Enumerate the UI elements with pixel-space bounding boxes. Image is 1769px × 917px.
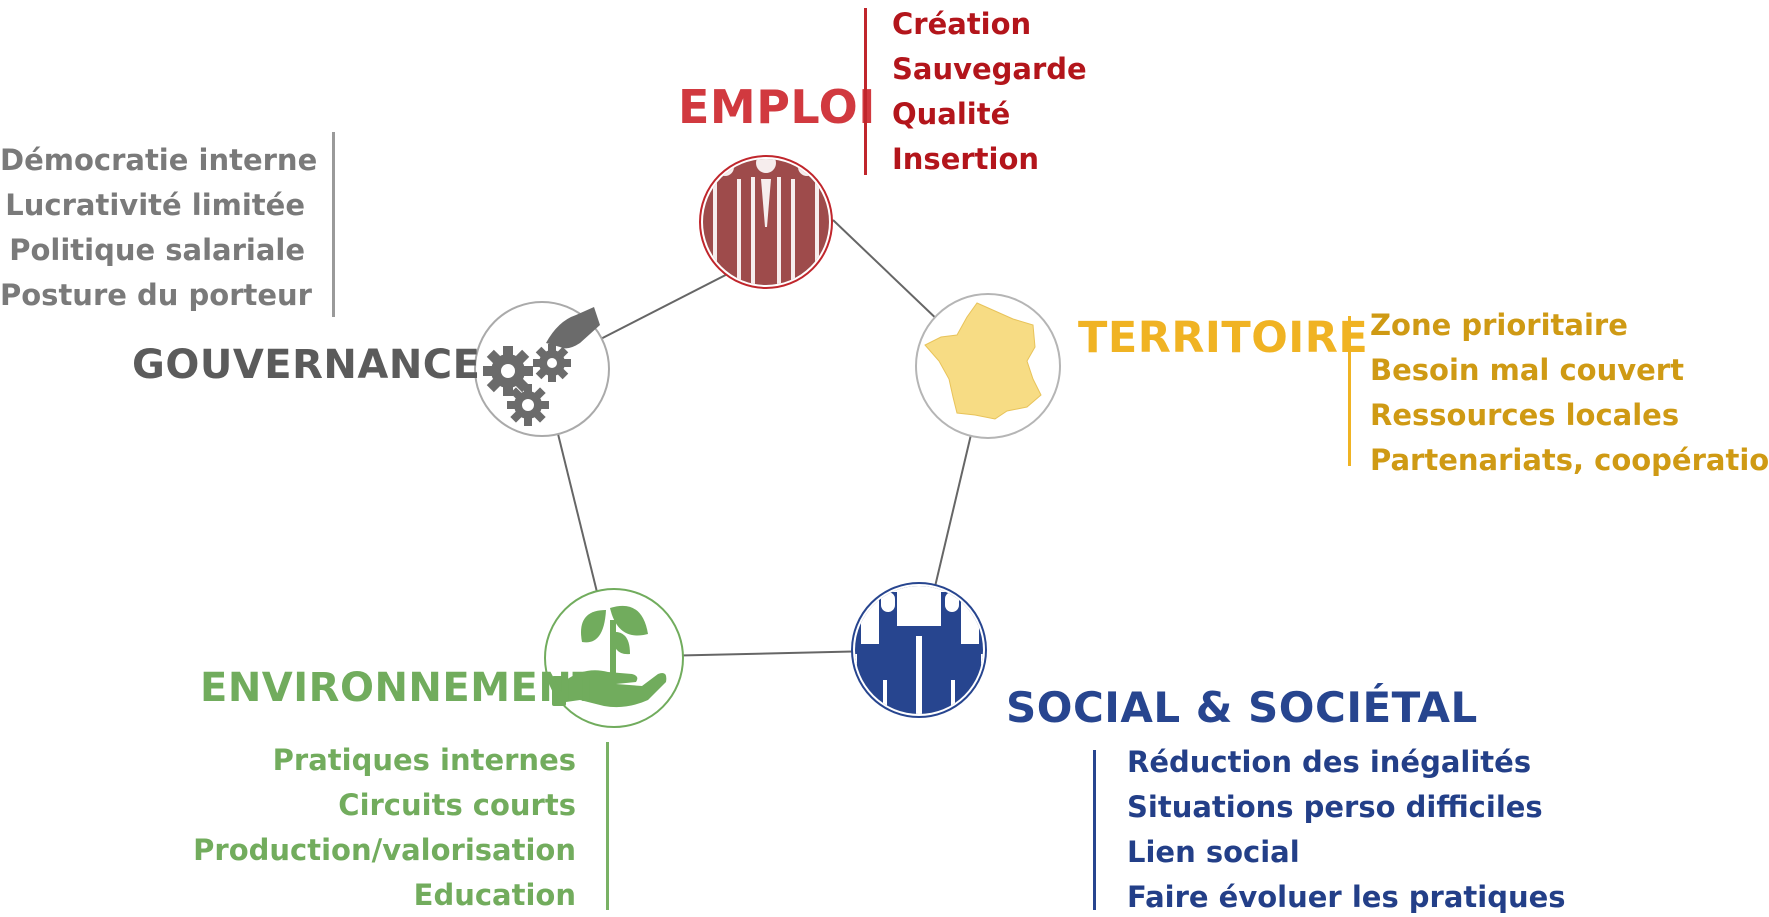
environnement-title: ENVIRONNEMENT xyxy=(200,665,601,711)
list-item: Lucrativité limitée xyxy=(5,188,305,222)
gouvernance-node xyxy=(474,301,610,437)
list-item: Création xyxy=(892,7,1032,41)
social-title: SOCIAL & SOCIÉTAL xyxy=(1006,683,1478,732)
list-item: Situations perso difficiles xyxy=(1127,790,1543,824)
list-item: Besoin mal couvert xyxy=(1370,353,1684,387)
list-item: Lien social xyxy=(1127,835,1300,869)
list-item: Production/valorisation xyxy=(193,833,576,867)
handshake-people-icon xyxy=(855,586,983,714)
gouvernance-title: GOUVERNANCE xyxy=(132,342,481,388)
environnement-criteria-list: Pratiques internes Circuits courts Produ… xyxy=(160,738,576,917)
territoire-title: TERRITOIRE xyxy=(1078,313,1369,363)
people-group-icon xyxy=(703,159,829,285)
social-divider xyxy=(1093,750,1096,910)
emploi-title: EMPLOI xyxy=(678,80,876,134)
list-item: Qualité xyxy=(892,97,1011,131)
gouvernance-divider xyxy=(332,132,335,317)
territoire-divider xyxy=(1348,316,1351,466)
emploi-node xyxy=(699,155,833,289)
list-item: Circuits courts xyxy=(338,788,576,822)
list-item: Démocratie interne xyxy=(0,143,318,177)
list-item: Faire évoluer les pratiques xyxy=(1127,880,1566,914)
territoire-node xyxy=(915,293,1061,439)
list-item: Education xyxy=(413,878,576,912)
france-map-icon xyxy=(924,302,1042,420)
emploi-criteria-list: Création Sauvegarde Qualité Insertion xyxy=(892,2,1087,182)
list-item: Ressources locales xyxy=(1370,398,1680,432)
list-item: Pratiques internes xyxy=(272,743,576,777)
list-item: Insertion xyxy=(892,142,1040,176)
social-criteria-list: Réduction des inégalités Situations pers… xyxy=(1127,740,1566,917)
list-item: Sauvegarde xyxy=(892,52,1087,86)
hand-gears-icon xyxy=(483,307,600,426)
territoire-criteria-list: Zone prioritaire Besoin mal couvert Ress… xyxy=(1370,303,1769,483)
list-item: Partenariats, coopération xyxy=(1370,443,1769,477)
list-item: Réduction des inégalités xyxy=(1127,745,1532,779)
environnement-node xyxy=(544,588,684,728)
list-item: Politique salariale xyxy=(9,233,305,267)
hand-plant-icon xyxy=(552,605,667,708)
list-item: Zone prioritaire xyxy=(1370,308,1628,342)
environnement-divider xyxy=(606,742,609,910)
list-item: Posture du porteur xyxy=(0,278,312,312)
social-node xyxy=(851,582,987,718)
emploi-divider xyxy=(864,8,867,175)
gouvernance-criteria-list: Démocratie interne Lucrativité limitée P… xyxy=(0,138,318,318)
